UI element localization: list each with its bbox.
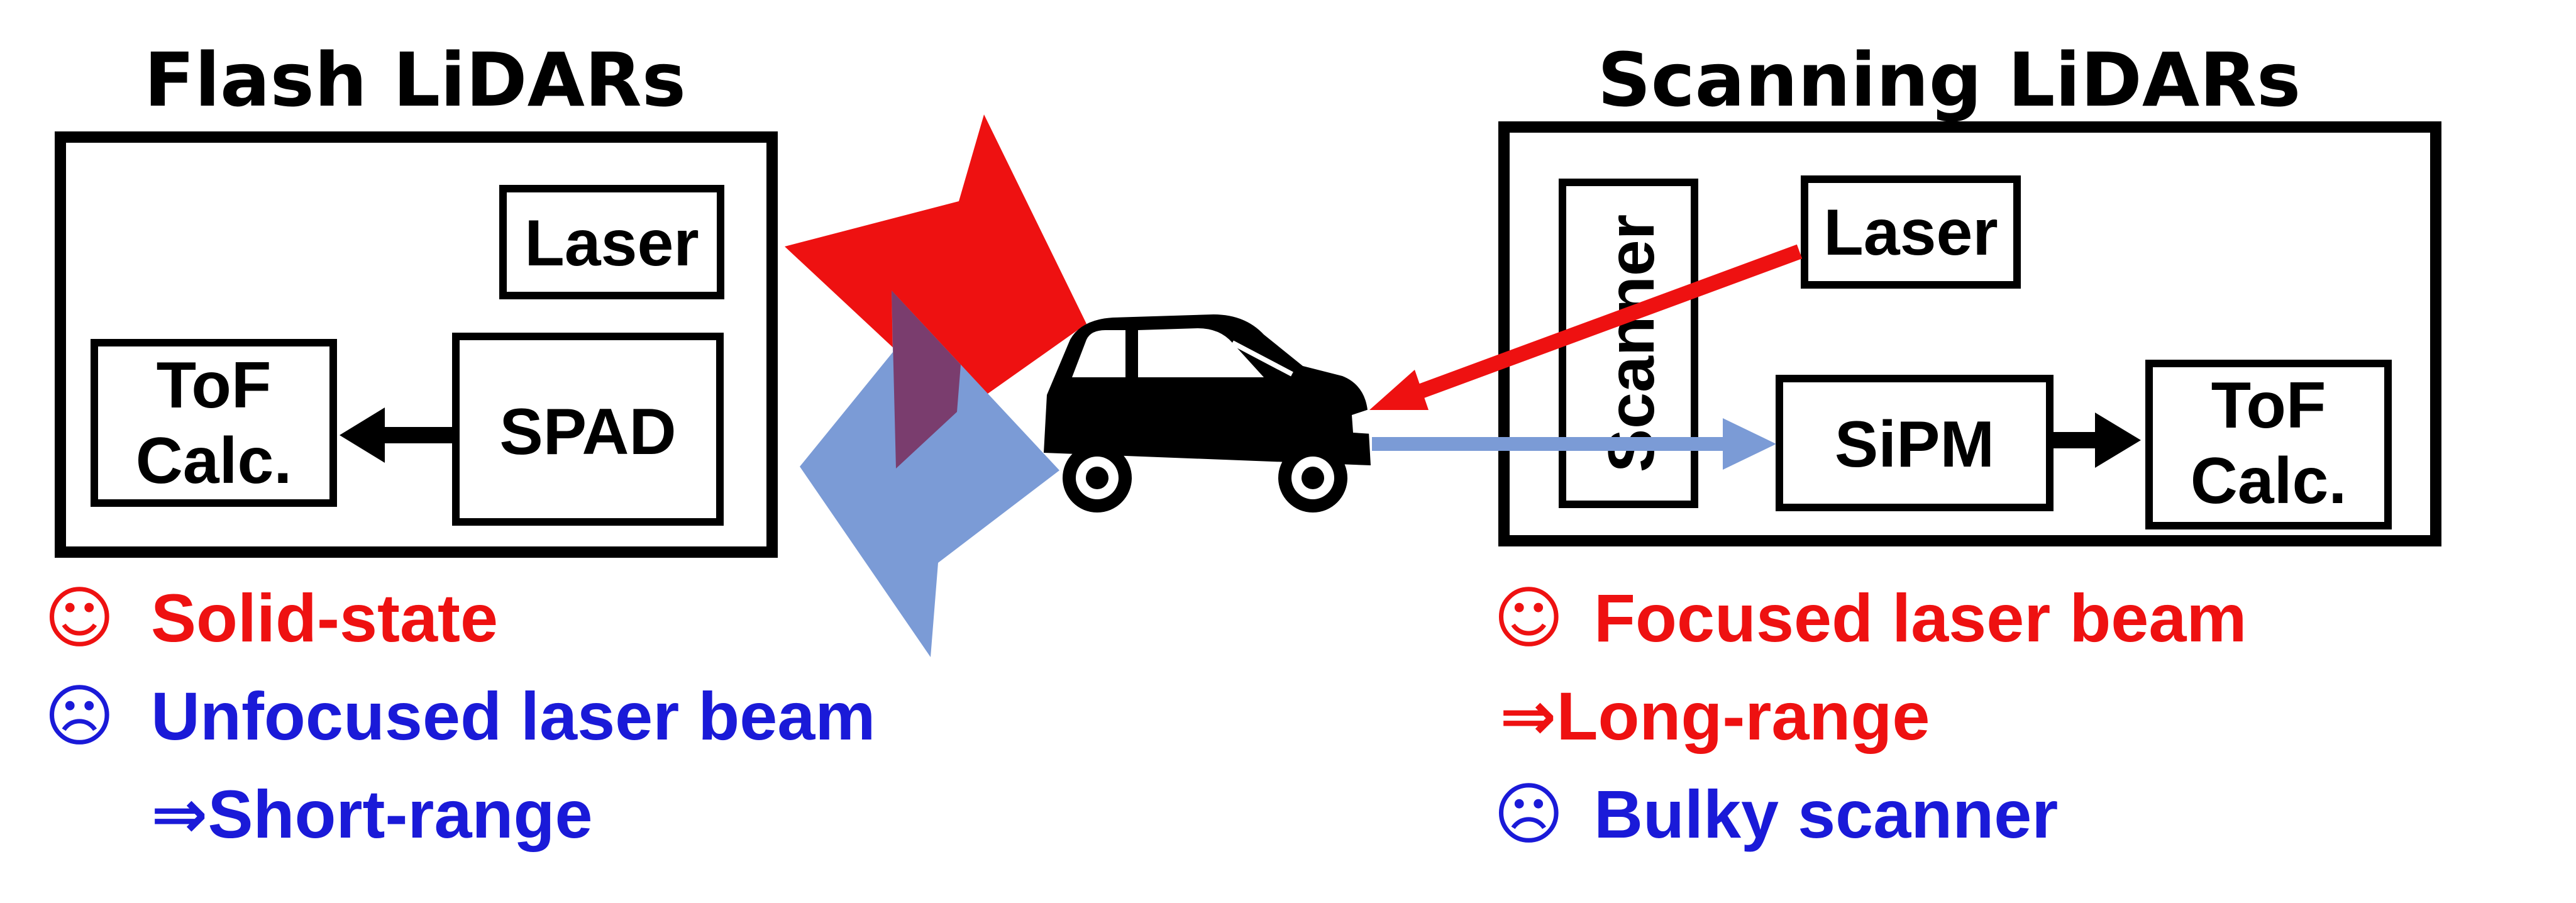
scanning-con-row: ☹ Bulky scanner [1493, 775, 2058, 854]
scanning-tof-block: ToF Calc. [2145, 360, 2392, 529]
scanning-emitted-beam [1369, 244, 1803, 410]
scanning-pro-text: Focused laser beam [1594, 580, 2247, 656]
scanning-tof-label-2: Calc. [2191, 445, 2347, 518]
scanning-pro-row: ☺ Focused laser beam ⇒Long-range [1493, 579, 2247, 754]
flash-con-text: Unfocused laser beam [151, 678, 875, 754]
flash-reflected-beam [800, 291, 1059, 657]
scanning-con-text: Bulky scanner [1594, 776, 2058, 852]
flash-spad-label: SPAD [499, 396, 676, 468]
flash-tof-label-2: Calc. [136, 424, 292, 497]
beam-overlap-region [892, 291, 961, 468]
sipm-label: SiPM [1835, 408, 1994, 481]
flash-pro-text: Solid-state [151, 580, 498, 656]
flash-pro-row: ☺ Solid-state [44, 579, 498, 658]
flash-con-consequence: ⇒Short-range [151, 776, 593, 852]
flash-tof-block: ToF Calc. [91, 339, 337, 507]
frowny-icon: ☹ [1493, 775, 1564, 854]
scanning-laser-label: Laser [1823, 196, 1998, 269]
scanner-label: Scanner [1595, 214, 1668, 472]
flash-laser-label: Laser [524, 207, 699, 280]
car-icon [1044, 314, 1372, 512]
flash-con-row: ☹ Unfocused laser beam ⇒Short-range [44, 677, 875, 852]
sipm-block: SiPM [1776, 375, 2054, 511]
scanning-tof-label-1: ToF [2211, 369, 2326, 442]
flash-tof-label-1: ToF [157, 349, 272, 422]
frowny-icon: ☹ [44, 677, 115, 756]
scanning-lidar-title: Scanning LiDARs [1598, 36, 2301, 123]
flash-laser-block: Laser [499, 185, 724, 299]
scanner-block: Scanner [1559, 179, 1698, 508]
scanning-reflected-beam [1372, 418, 1776, 470]
smiley-icon: ☺ [44, 579, 115, 658]
smiley-icon: ☺ [1493, 579, 1564, 658]
flash-spad-block: SPAD [452, 333, 724, 526]
scanning-laser-block: Laser [1801, 175, 2021, 289]
scanning-pro-consequence: ⇒Long-range [1500, 678, 1930, 754]
flash-lidar-title: Flash LiDARs [144, 36, 686, 123]
arrow-right-icon [2051, 413, 2141, 468]
flash-emitted-beam [785, 114, 1086, 412]
arrow-right-icon [340, 407, 453, 463]
